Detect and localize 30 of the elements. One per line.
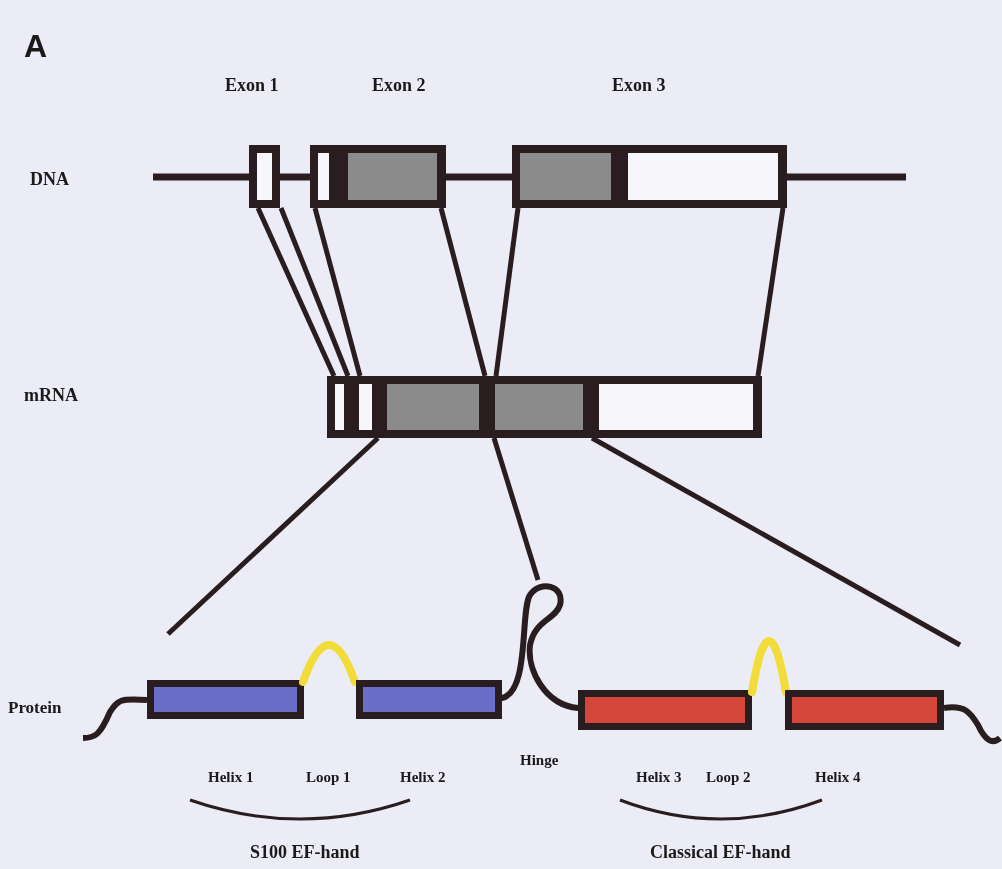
mapping-line bbox=[438, 207, 488, 377]
hinge-curve bbox=[502, 580, 578, 713]
mapping-line bbox=[166, 436, 380, 636]
part-label: Helix 3 bbox=[636, 768, 682, 787]
row-label: Protein bbox=[8, 697, 62, 719]
helix-bar bbox=[147, 680, 304, 719]
row-label: mRNA bbox=[24, 384, 78, 407]
mapping-line bbox=[493, 207, 521, 377]
part-label: Helix 1 bbox=[208, 768, 254, 787]
part-label: Loop 1 bbox=[306, 768, 351, 787]
mapping-line bbox=[312, 207, 363, 377]
part-label: Helix 4 bbox=[815, 768, 861, 787]
mapping-line bbox=[755, 207, 786, 377]
part-label: Helix 2 bbox=[400, 768, 446, 787]
mapping-line bbox=[278, 207, 351, 377]
mapping-line bbox=[255, 206, 337, 378]
exon-label: Exon 3 bbox=[612, 74, 666, 97]
exon-label: Exon 1 bbox=[225, 74, 279, 97]
row-label: DNA bbox=[30, 168, 69, 191]
helix-bar bbox=[578, 690, 752, 730]
mapping-line bbox=[491, 437, 541, 581]
part-label: Loop 2 bbox=[706, 768, 751, 787]
helix-bar bbox=[356, 680, 502, 719]
helix-bar bbox=[785, 690, 944, 730]
part-label: Hinge bbox=[520, 751, 559, 770]
loop-arc bbox=[298, 638, 360, 684]
domain-label: Classical EF-hand bbox=[650, 841, 791, 864]
exon-label: Exon 2 bbox=[372, 74, 426, 97]
domain-label: S100 EF-hand bbox=[250, 841, 360, 864]
panel-letter: A bbox=[24, 27, 48, 66]
